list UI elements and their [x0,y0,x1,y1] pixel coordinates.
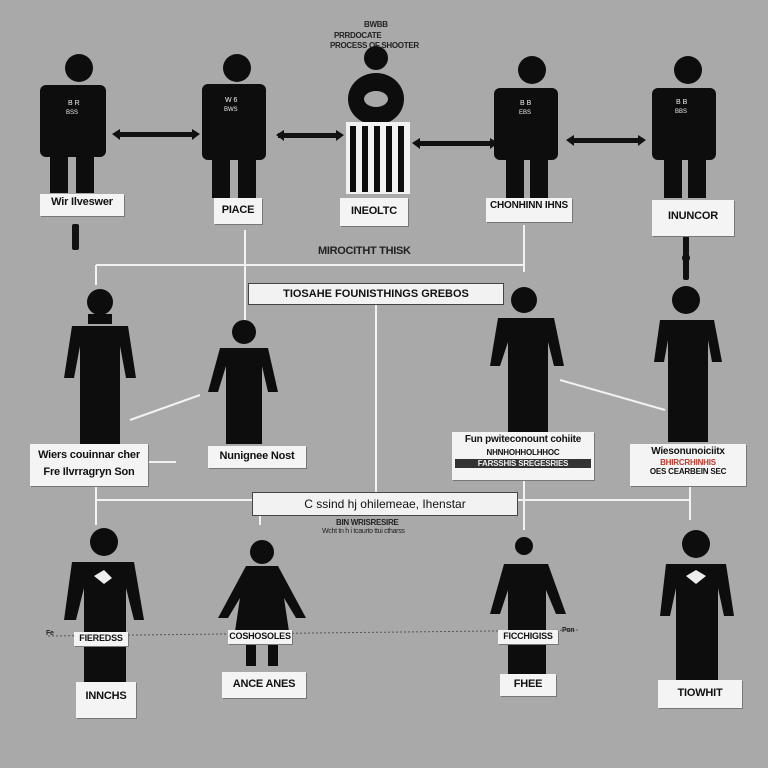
lower-banner: C ssind hj ohilemeae, Ihenstar [252,492,518,516]
svg-text:B B: B B [520,100,532,107]
row3-chest-3: FICCHIGISS [498,630,558,644]
person-figure-8 [490,287,564,432]
header-line-1: BWBB [364,20,388,29]
header-line-3: PROCESS OF SHOOTER [330,41,419,50]
row3-label-2: ANCE ANES [222,672,306,698]
free-text-left: Fe [46,630,54,637]
person-figure-9 [654,286,722,442]
row3-chest-2: COSHOSOLES [228,630,292,644]
row2-label-3-line2: NHNHOHHOLHHOC [486,447,560,457]
row2-label-3-line3: FARSSHIS SREGESRIES [455,458,591,468]
svg-text:B B: B B [676,99,688,106]
row3-label-4: TIOWHIT [658,680,742,708]
person-figure-5: B B BBS [652,56,716,198]
row1-label-5: INUNCOR [652,200,734,236]
row2-label-3: Fun pwiteconount cohiite NHNHOHHOLHHOC F… [452,432,594,480]
lower-banner-sub-1: BIN WRISRESIRE [336,518,399,527]
svg-text:BBS: BBS [675,109,687,115]
row3-label-1: INNCHS [76,682,136,718]
row2-label-2: Nunignee Nost [208,446,306,468]
row2-label-1-line2: Fre Ilvrragryn Son [43,465,135,478]
row2-label-4: Wiesonunoiciitx BHIRCRHINHIS OES CEARBEI… [630,444,746,486]
person-figure-12 [490,537,566,674]
person-figure-7 [208,320,278,444]
svg-text:B R: B R [68,100,80,107]
header-line-2: PRRDOCATE [334,31,382,40]
person-figure-2: W 6 BWS [202,54,266,198]
svg-text:BSS: BSS [66,110,78,116]
row1-label-4: CHONHINN IHNS [486,198,572,222]
row3-label-3: FHEE [500,674,556,696]
svg-text:BWS: BWS [224,107,238,113]
person-figure-1: B R BSS [40,54,106,193]
row2-label-1-line1: Wiers couinnar cher [38,449,140,461]
leader-figure [346,46,410,194]
svg-text:EBS: EBS [519,110,531,116]
person-figure-4: B B EBS [494,56,558,198]
person-figure-10 [64,528,144,684]
row2-label-4-line1: Wiesonunoiciitx [651,446,725,457]
person-figure-11 [218,540,306,666]
row1-label-1: Wir Ilveswer [40,194,124,216]
upper-banner: TIOSAHE FOUNISTHINGS GREBOS [248,283,504,305]
row2-label-3-line1: Fun pwiteconount cohiite [464,434,582,445]
row3-chest-1: FIEREDSS [74,632,128,646]
row2-label-4-line3: OES CEARBEIN SEC [649,466,727,476]
person-figure-6 [64,289,136,446]
row2-label-4-line2: BHIRCRHINHIS [660,457,716,467]
person-figure-13 [660,530,734,682]
center-title: MIROCITHT THISK [318,245,411,257]
row1-label-2: PIACE [214,198,262,224]
lower-banner-sub-2: Wcht tn h i tcaurto ttui ctharss [322,528,405,535]
svg-text:W 6: W 6 [225,97,238,104]
free-text-right: Pon [562,627,575,634]
row2-label-1: Wiers couinnar cher Fre Ilvrragryn Son [30,444,148,486]
row1-label-3: INEOLTC [340,198,408,226]
